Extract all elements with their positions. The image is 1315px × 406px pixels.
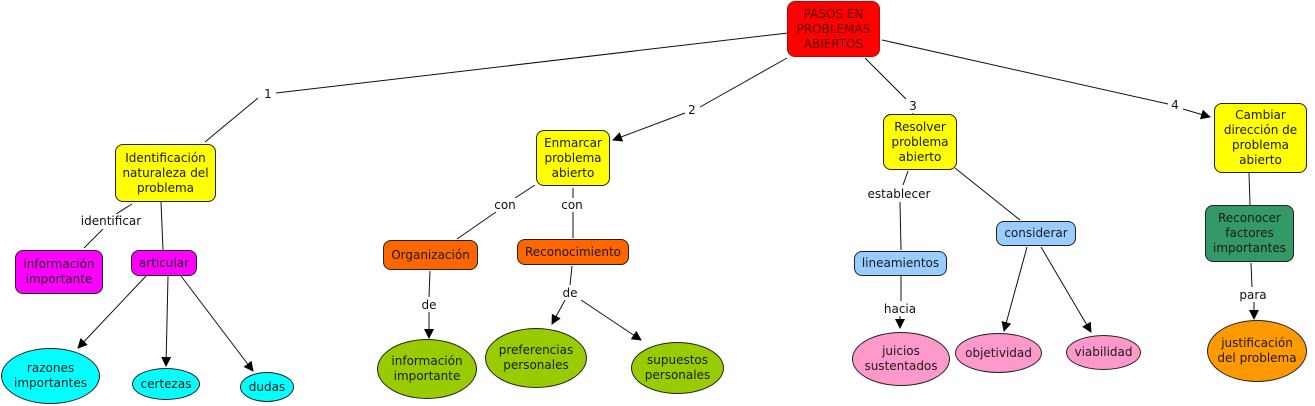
concept-cambiar[interactable]: Cambiar dirección de problema abierto [1214,103,1307,173]
connector-root-to-1 [275,32,789,94]
connector-root-to-2 [699,57,788,108]
connector-de-b-to-preferencias [551,299,566,325]
connector-con-a-to-organizacion [456,211,497,240]
concept-certezas[interactable]: certezas [132,368,200,400]
link-label-4: 4 [1170,98,1180,112]
root-concept[interactable]: PASOS EN PROBLEMAS ABIERTOS [787,1,880,57]
concept-articular[interactable]: articular [131,250,197,276]
link-label-para: para [1238,288,1268,302]
connector-articular-to-razones [77,275,147,349]
concept-identificacion[interactable]: Identificación naturaleza del problema [115,144,216,202]
connector-organizacion-to-de-a [428,270,431,298]
connector-step2-to-con-a [514,184,536,199]
connector-reconocimiento-to-de-b [569,265,573,286]
connector-articular-to-dudas [180,275,254,372]
link-label-con-a: con [493,198,517,212]
concept-resolver[interactable]: Resolver problema abierto [883,114,957,170]
link-label-de-a: de [420,298,438,312]
link-label-2: 2 [687,103,697,117]
concept-informacion-importante-1[interactable]: información importante [15,250,103,294]
link-label-3: 3 [908,99,918,113]
concept-reconocer-factores[interactable]: Reconocer factores importantes [1205,205,1294,262]
concept-reconocimiento[interactable]: Reconocimiento [517,239,629,265]
concept-objetividad[interactable]: objetividad [955,333,1042,373]
link-label-1: 1 [263,87,273,101]
concept-juicios-sustentados[interactable]: juicios sustentados [852,332,950,386]
concept-lineamientos[interactable]: lineamientos [854,251,947,276]
link-label-identificar: identificar [79,214,143,228]
link-label-hacia: hacia [882,302,918,316]
concept-informacion-importante-2[interactable]: información importante [377,339,477,399]
concept-supuestos-personales[interactable]: supuestos personales [631,342,724,394]
concept-viabilidad[interactable]: viabilidad [1066,335,1141,370]
concept-dudas[interactable]: dudas [240,372,294,402]
connector-step4-to-reconocer [1248,172,1251,206]
connector-2-to-step2 [612,112,686,142]
connector-root-to-4 [881,39,1169,105]
concept-justificacion[interactable]: justificación del problema [1207,320,1307,382]
concept-considerar[interactable]: considerar [996,221,1076,246]
concept-organizacion[interactable]: Organización [383,240,478,270]
connector-step1-to-articular [160,201,164,251]
link-label-con-b: con [560,198,584,212]
concept-razones-importantes[interactable]: razones importantes [1,348,100,404]
connector-de-b-to-supuestos [580,299,642,341]
connector-step3-to-considerar [954,167,1021,221]
connector-reconocer-to-para [1250,262,1253,288]
connector-root-to-3 [864,57,907,100]
connector-identificar-to-info [83,228,104,249]
connector-4-to-step4 [1182,108,1211,120]
concept-preferencias-personales[interactable]: preferencias personales [485,328,587,388]
link-label-de-b: de [561,286,579,300]
connector-step3-to-establecer [902,170,909,186]
connector-considerar-to-viabilidad [1040,246,1092,333]
connector-1-to-step1 [204,97,259,143]
connector-establecer-to-lineamientos [899,201,902,251]
connector-considerar-to-objetividad [1001,246,1028,332]
concept-enmarcar[interactable]: Enmarcar problema abierto [536,130,610,186]
link-label-establecer: establecer [866,187,932,201]
connector-articular-to-certezas [161,275,172,367]
